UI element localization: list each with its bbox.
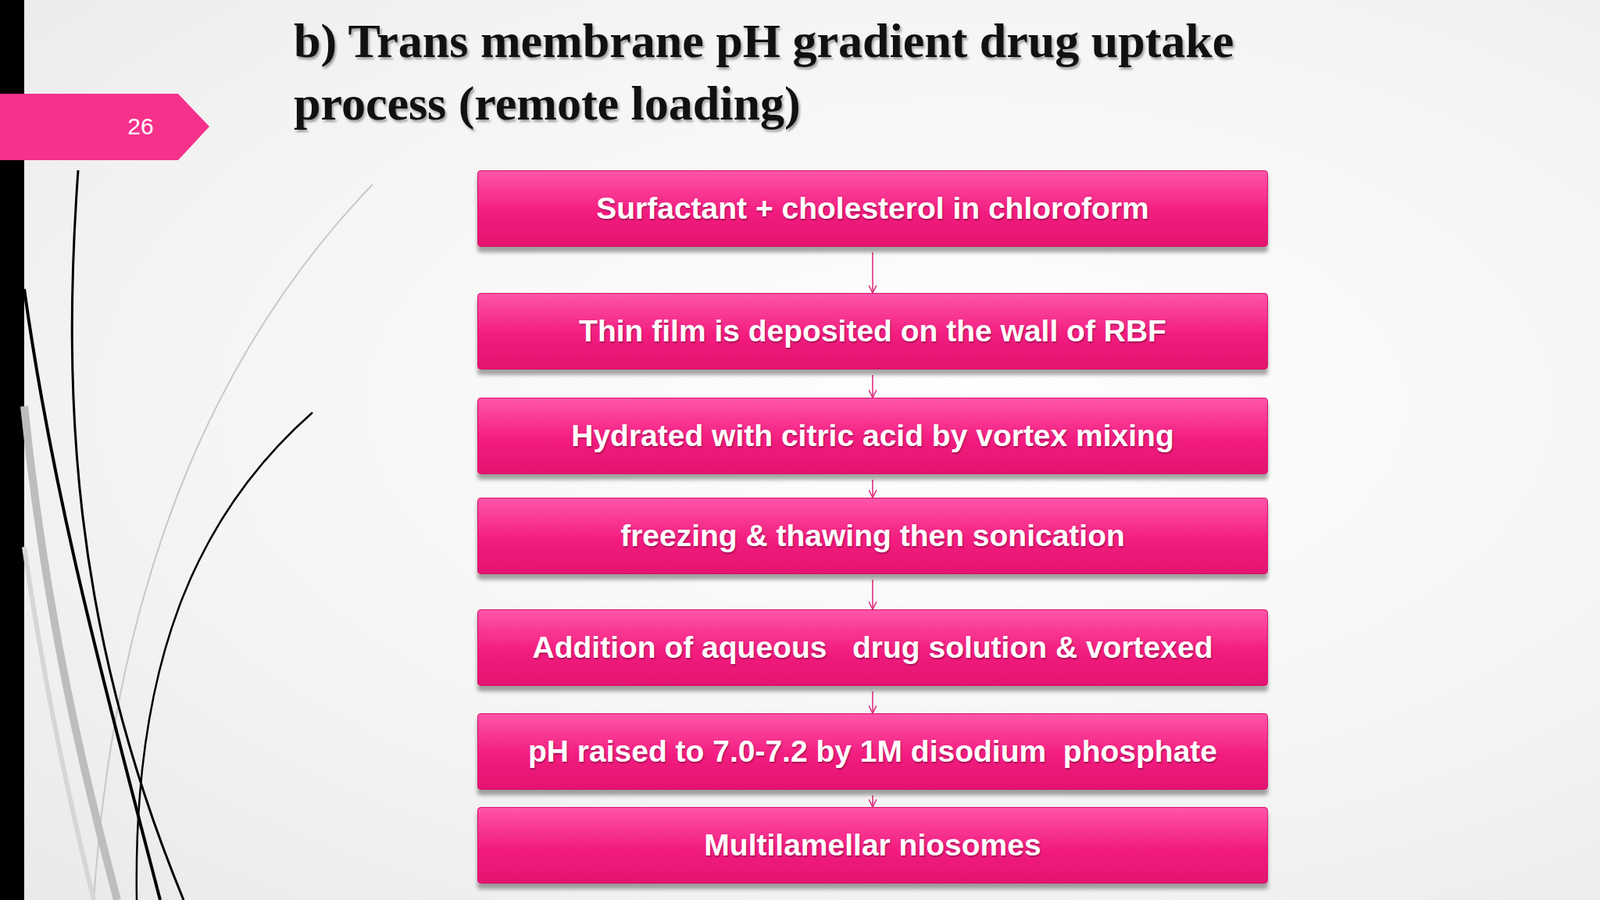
- box-text: Hydrated with citric acid by vortex mixi…: [571, 417, 1175, 454]
- box-text: Multilamellar niosomes: [703, 827, 1041, 864]
- slide-tab: [0, 93, 210, 161]
- process-box: Hydrated with citric acid by vortex mixi…: [477, 397, 1268, 475]
- process-box: freezing & thawing then sonication: [477, 497, 1268, 575]
- box-text: Addition of aqueous drug solution & vort…: [532, 629, 1214, 666]
- process-box: Multilamellar niosomes: [477, 807, 1268, 884]
- deco-curve: [93, 184, 373, 900]
- deco-curve: [136, 412, 313, 900]
- flow-arrow: [871, 795, 874, 807]
- flow-arrow: [871, 691, 874, 713]
- slide-number: 26: [101, 110, 180, 143]
- flow-arrow: [871, 479, 874, 497]
- deco-curve: [24, 546, 94, 900]
- deco-curve: [24, 406, 118, 900]
- process-box: Surfactant + cholesterol in chloroform: [477, 170, 1268, 247]
- box-text: pH raised to 7.0-7.2 by 1M disodium phos…: [528, 733, 1218, 770]
- box-text: freezing & thawing then sonication: [620, 517, 1125, 554]
- slide-title: b) Trans membrane pH gradient drug uptak…: [293, 9, 1372, 135]
- process-box: Addition of aqueous drug solution & vort…: [477, 609, 1268, 686]
- box-text: Thin film is deposited on the wall of RB…: [578, 313, 1167, 350]
- box-text: Surfactant + cholesterol in chloroform: [596, 190, 1150, 227]
- process-box: Thin film is deposited on the wall of RB…: [477, 292, 1268, 370]
- flow-arrow: [871, 579, 874, 609]
- process-box: pH raised to 7.0-7.2 by 1M disodium phos…: [477, 713, 1268, 790]
- flow-arrow: [871, 375, 874, 397]
- flow-arrow: [871, 252, 874, 293]
